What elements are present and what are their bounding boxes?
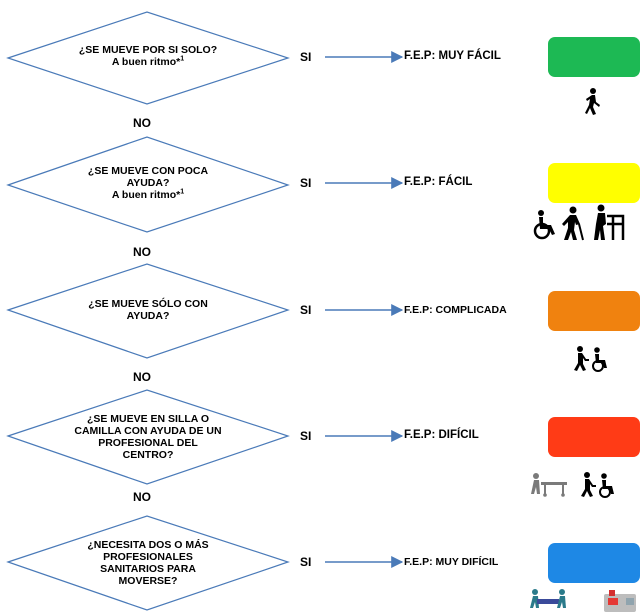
walking-person-icon (585, 88, 600, 115)
question-2-subline-text: A buen ritmo* (111, 189, 181, 201)
person-with-walker-icon (594, 204, 625, 240)
elderly-with-cane-icon (562, 206, 584, 241)
question-4-line-2: CAMILLA CON AYUDA DE UN (74, 425, 222, 437)
decision-diamond-5 (6, 515, 290, 611)
question-3-line-2: AYUDA? (126, 310, 170, 322)
question-4-line-1: ¿SE MUEVE EN SILLA O (86, 413, 210, 425)
question-2-line-1: ¿SE MUEVE CON POCA (87, 165, 209, 177)
result-label-2: F.E.P: FÁCIL (404, 176, 473, 188)
decision-diamond-3 (6, 263, 290, 359)
decision-diamond-1 (6, 11, 290, 105)
person-pushing-wheelchair-icon (574, 346, 607, 372)
question-1-subline-text: A buen ritmo* (111, 56, 181, 68)
result-label-5: F.E.P: MUY DIFÍCIL (404, 556, 499, 568)
question-3: ¿SE MUEVE SÓLO CON AYUDA? (48, 298, 248, 322)
wheelchair-icon (533, 210, 555, 240)
two-carriers-stretcher-icon (530, 589, 566, 608)
question-5-line-3: SANITARIOS PARA (100, 563, 196, 575)
si-label-4: SI (300, 429, 312, 443)
question-2: ¿SE MUEVE CON POCA AYUDA? A buen ritmo*1 (48, 165, 248, 201)
question-1-footnote: 1 (180, 55, 185, 63)
question-5: ¿NECESITA DOS O MÁS PROFESIONALES SANITA… (48, 539, 248, 587)
question-1: ¿SE MUEVE POR SI SOLO? A buen ritmo*1 (48, 44, 248, 68)
no-label-4: NO (133, 490, 151, 504)
color-box-3 (548, 291, 640, 331)
result-label-1: F.E.P: MUY FÁCIL (404, 50, 501, 62)
si-label-5: SI (300, 555, 312, 569)
question-5-line-1: ¿NECESITA DOS O MÁS (87, 539, 209, 551)
si-label-2: SI (300, 176, 312, 190)
question-4: ¿SE MUEVE EN SILLA O CAMILLA CON AYUDA D… (38, 413, 258, 461)
result-label-4: F.E.P: DIFÍCIL (404, 429, 479, 441)
ambulance-icon (604, 590, 636, 612)
decision-diamond-4 (6, 389, 290, 485)
question-4-line-4: CENTRO? (122, 449, 174, 461)
no-label-3: NO (133, 370, 151, 384)
decision-diamond-2 (6, 136, 290, 233)
question-1-line-1: ¿SE MUEVE POR SI SOLO? (78, 44, 218, 56)
color-box-2 (548, 163, 640, 203)
si-label-1: SI (300, 50, 312, 64)
si-label-3: SI (300, 303, 312, 317)
color-box-1 (548, 37, 640, 77)
question-5-line-2: PROFESIONALES (103, 551, 193, 563)
question-2-subline: A buen ritmo*1 (48, 188, 248, 202)
question-3-line-1: ¿SE MUEVE SÓLO CON (88, 298, 208, 310)
question-2-footnote: 1 (180, 188, 185, 196)
no-label-2: NO (133, 245, 151, 259)
stretcher-icon (531, 473, 567, 497)
no-label-1: NO (133, 116, 151, 130)
question-4-line-3: PROFESIONAL DEL (98, 437, 198, 449)
question-5-line-4: MOVERSE? (118, 575, 178, 587)
color-box-4 (548, 417, 640, 457)
question-2-line-2: AYUDA? (126, 177, 170, 189)
color-box-5 (548, 543, 640, 583)
question-1-subline: A buen ritmo*1 (48, 55, 248, 69)
result-label-3: F.E.P: COMPLICADA (404, 304, 507, 316)
person-pushing-wheelchair-icon-2 (581, 472, 614, 498)
